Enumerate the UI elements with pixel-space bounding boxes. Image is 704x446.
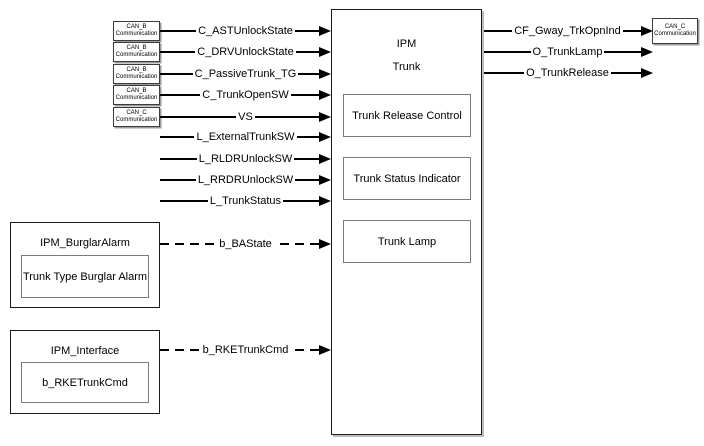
arrowhead-icon — [319, 154, 331, 164]
signal-label: b_RKETrunkCmd — [200, 342, 291, 358]
input-row: C_DRVUnlockState — [160, 43, 331, 61]
signal-label: C_PassiveTrunk_TG — [192, 66, 299, 82]
input-row: C_TrunkOpenSW — [160, 86, 331, 104]
can-box-label: CAN_B — [126, 67, 147, 73]
signal-label: VS — [236, 109, 255, 125]
can-box-label: Communication — [115, 117, 158, 123]
arrowhead-icon — [319, 26, 331, 36]
ipm-trunk-block: IPM Trunk Trunk Release Control Trunk St… — [331, 9, 482, 435]
arrowhead-icon — [319, 112, 331, 122]
can-box-label: Communication — [115, 74, 158, 80]
arrowhead-icon — [319, 132, 331, 142]
trunk-lamp-module: Trunk Lamp — [343, 220, 471, 263]
dashed-input-row: b_RKETrunkCmd — [160, 341, 331, 359]
arrowhead-icon — [641, 47, 653, 57]
can-b-source-box-2: CAN_B Communication — [113, 42, 160, 62]
can-box-label: CAN_B — [126, 45, 147, 51]
trunk-type-burglar-alarm-module: Trunk Type Burglar Alarm — [21, 255, 149, 298]
signal-label: b_BAState — [217, 236, 274, 252]
ipm-interface-block: IPM_Interface b_RKETrunkCmd — [10, 330, 160, 414]
main-block-title-line2: Trunk — [392, 61, 421, 73]
can-box-label: Communication — [115, 52, 158, 58]
can-b-source-box-1: CAN_B Communication — [113, 21, 160, 41]
input-row: C_ASTUnlockState — [160, 22, 331, 40]
sub-block-title: IPM_Interface — [50, 345, 120, 357]
ipm-burglaralarm-block: IPM_BurglarAlarm Trunk Type Burglar Alar… — [10, 222, 160, 308]
signal-label: C_TrunkOpenSW — [200, 87, 291, 103]
can-c-source-box: CAN_C Communication — [113, 107, 160, 127]
input-row: VS — [160, 108, 331, 126]
input-row: L_TrunkStatus — [160, 192, 331, 210]
input-row: L_RLDRUnlockSW — [160, 150, 331, 168]
can-box-label: CAN_C — [126, 110, 147, 116]
input-row: C_PassiveTrunk_TG — [160, 65, 331, 83]
signal-label: L_RRDRUnlockSW — [195, 172, 296, 188]
arrowhead-icon — [319, 239, 331, 249]
signal-label: O_TrunkLamp — [530, 44, 605, 60]
can-box-label: Communication — [115, 31, 158, 37]
input-row: L_ExternalTrunkSW — [160, 128, 331, 146]
can-c-sink-box: CAN_C Communication — [652, 18, 698, 44]
signal-label: C_DRVUnlockState — [195, 44, 296, 60]
arrowhead-icon — [319, 90, 331, 100]
signal-label: C_ASTUnlockState — [196, 23, 295, 39]
arrowhead-icon — [319, 69, 331, 79]
signal-label: L_TrunkStatus — [207, 193, 284, 209]
can-box-label: CAN_B — [126, 24, 147, 30]
arrowhead-icon — [319, 175, 331, 185]
arrowhead-icon — [319, 47, 331, 57]
signal-label: O_TrunkRelease — [524, 65, 611, 81]
arrowhead-icon — [319, 345, 331, 355]
can-b-source-box-4: CAN_B Communication — [113, 85, 160, 105]
input-row: L_RRDRUnlockSW — [160, 171, 331, 189]
arrowhead-icon — [319, 196, 331, 206]
trunk-release-control-module: Trunk Release Control — [343, 94, 471, 137]
output-row: O_TrunkRelease — [482, 64, 653, 82]
main-block-title-line1: IPM — [396, 38, 417, 50]
can-box-label: Communication — [654, 31, 696, 37]
output-row: O_TrunkLamp — [482, 43, 653, 61]
signal-label: CF_Gway_TrkOpnInd — [512, 23, 623, 39]
can-b-source-box-3: CAN_B Communication — [113, 64, 160, 84]
can-box-label: Communication — [115, 95, 158, 101]
signal-label: L_RLDRUnlockSW — [196, 151, 295, 167]
rke-trunk-cmd-module: b_RKETrunkCmd — [21, 362, 149, 403]
arrowhead-icon — [641, 68, 653, 78]
dashed-input-row: b_BAState — [160, 235, 331, 253]
trunk-status-indicator-module: Trunk Status Indicator — [343, 157, 471, 200]
can-box-label: CAN_C — [664, 24, 686, 30]
can-box-label: CAN_B — [126, 88, 147, 94]
sub-block-title: IPM_BurglarAlarm — [40, 237, 130, 249]
arrowhead-icon — [641, 26, 653, 36]
output-row: CF_Gway_TrkOpnInd — [482, 22, 653, 40]
signal-label: L_ExternalTrunkSW — [194, 129, 297, 145]
